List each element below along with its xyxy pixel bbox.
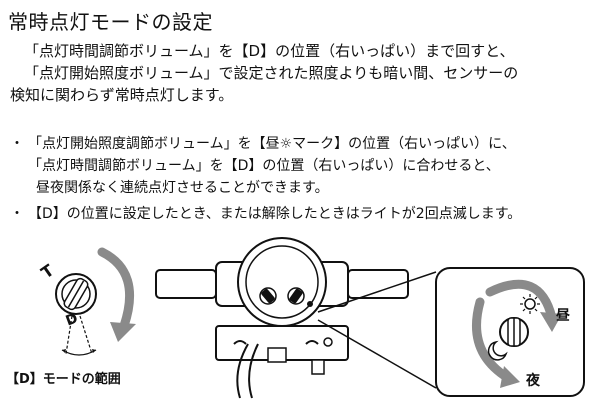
- detail-box: [435, 267, 585, 397]
- bullet-list: ・「点灯開始照度調節ボリューム」を【昼☼マーク】の位置（右いっぱい）に、 「点灯…: [10, 133, 595, 225]
- bullet-item-1-line-1: ・「点灯開始照度調節ボリューム」を【昼☼マーク】の位置（右いっぱい）に、: [10, 133, 595, 155]
- sensor-light-body: [155, 237, 437, 399]
- bullet-marker: ・: [10, 206, 24, 222]
- illustration: [55, 237, 585, 399]
- night-label: 夜: [526, 373, 540, 389]
- rotate-arrow-left: [97, 247, 136, 342]
- intro-paragraph: 「点灯時間調節ボリューム」を【D】の位置（右いっぱい）まで回すと、 「点灯開始照…: [10, 40, 595, 106]
- bullet-item-1-line-2: 「点灯時間調節ボリューム」を【D】の位置（右いっぱい）に合わせると、: [28, 158, 500, 174]
- d-mode-range-label: 【D】モードの範囲: [6, 372, 121, 387]
- bullet-1-text-a: 「点灯開始照度調節ボリューム」を【昼: [28, 136, 280, 152]
- bullet-item-2: ・【D】の位置に設定したとき、または解除したときはライトが2回点滅します。: [10, 203, 595, 225]
- intro-line-3: 検知に関わらず常時点灯します。: [10, 86, 234, 104]
- bullet-item-1-line-3: 昼夜関係なく連続点灯させることができます。: [36, 180, 329, 196]
- day-label: 昼: [556, 308, 570, 324]
- dial-left: [55, 273, 97, 356]
- intro-line-1: 「点灯時間調節ボリューム」を【D】の位置（右いっぱい）まで回すと、: [24, 42, 515, 60]
- bullet-marker: ・: [10, 136, 24, 152]
- intro-line-2: 「点灯開始照度ボリューム」で設定された照度よりも暗い間、センサーの: [24, 64, 519, 82]
- bullet-2-text: 【D】の位置に設定したとき、または解除したときはライトが2回点滅します。: [28, 206, 522, 222]
- bullet-1-text-b: マーク】の位置（右いっぱい）に、: [292, 136, 516, 152]
- page-title: 常時点灯モードの設定: [8, 10, 213, 34]
- sun-icon: ☼: [279, 136, 293, 152]
